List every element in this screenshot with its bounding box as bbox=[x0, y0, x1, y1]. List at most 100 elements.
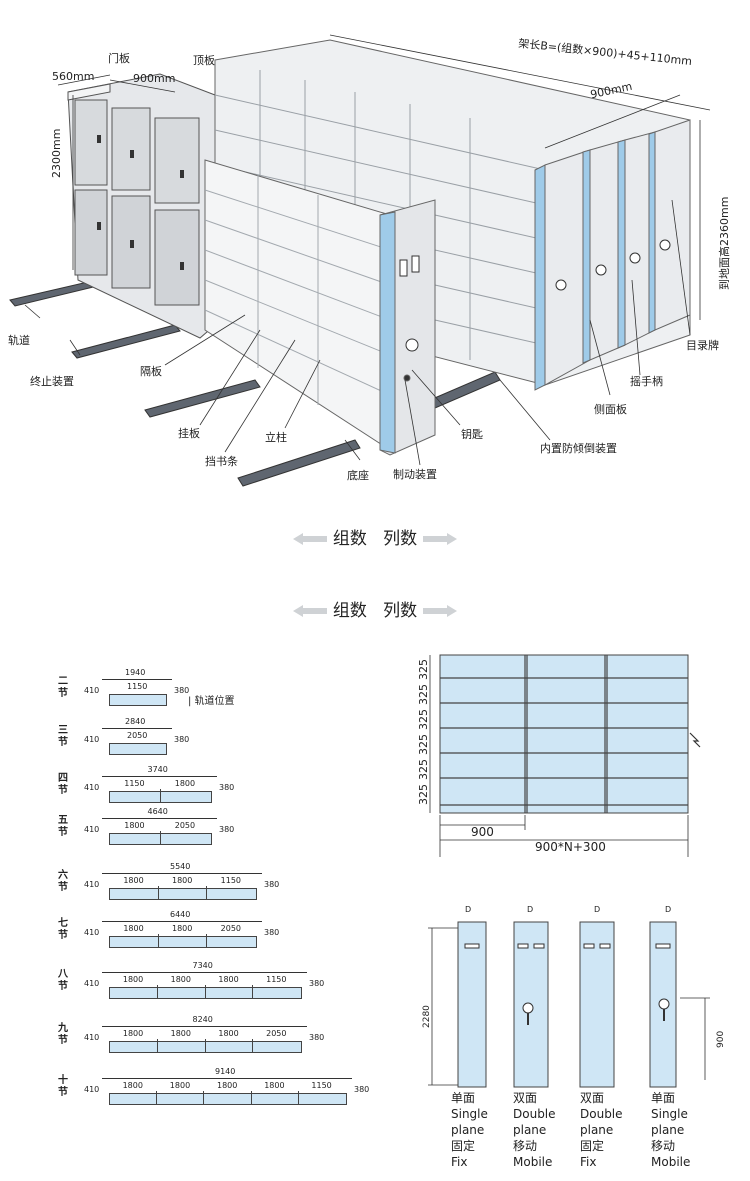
side-panel-2 bbox=[513, 921, 549, 1088]
section-dim: 410 bbox=[84, 1033, 100, 1042]
side-type-line: 单面 bbox=[651, 1091, 676, 1105]
front-shelf-unit bbox=[204, 159, 436, 456]
section-dim: 1800 bbox=[124, 821, 145, 830]
section-total-line bbox=[102, 776, 217, 777]
label-depth: 560mm bbox=[52, 70, 95, 83]
section-bar bbox=[109, 1041, 302, 1053]
section-dim: 1150 bbox=[127, 682, 148, 691]
section-dim: 380 bbox=[174, 735, 190, 744]
label-ground-height: 到地面高2360mm bbox=[718, 196, 731, 290]
front-col-label: 900 bbox=[471, 825, 494, 839]
track-position-note: | 轨道位置 bbox=[188, 696, 235, 707]
section-name: 四节 bbox=[58, 773, 68, 796]
section-dim: 1800 bbox=[218, 975, 239, 984]
section-dim: 410 bbox=[84, 783, 100, 792]
section-divider bbox=[250, 1091, 252, 1105]
section-bar bbox=[109, 936, 257, 948]
section-total-line bbox=[102, 728, 172, 729]
section-dim: 1150 bbox=[220, 876, 242, 885]
section-total: 4640 bbox=[147, 807, 168, 816]
section-total-line bbox=[102, 679, 172, 680]
side-type-line: Single bbox=[651, 1107, 688, 1121]
label-top-panel: 顶板 bbox=[193, 54, 215, 67]
label-door-panel: 门板 bbox=[108, 52, 130, 65]
label-hanging-board: 挂板 bbox=[178, 427, 200, 440]
section-bar bbox=[109, 743, 167, 755]
section-dim: 2050 bbox=[127, 731, 148, 740]
label-side-panel: 侧面板 bbox=[594, 403, 627, 416]
side-type-line: 固定 bbox=[580, 1139, 605, 1153]
side-type-line: plane bbox=[651, 1123, 685, 1137]
section-bar bbox=[109, 1093, 347, 1105]
section-dim: 1800 bbox=[172, 924, 193, 933]
section-dim: 1800 bbox=[172, 876, 193, 885]
section-bar bbox=[109, 833, 212, 845]
section-total-line bbox=[102, 818, 217, 819]
side-panel-3 bbox=[579, 921, 615, 1088]
left-arrow-icon bbox=[293, 533, 328, 545]
side-type-line: 双面 bbox=[580, 1091, 605, 1105]
section-dim: 380 bbox=[354, 1085, 370, 1094]
section-dim: 1800 bbox=[123, 924, 144, 933]
section-total: 7340 bbox=[192, 961, 213, 970]
section-total-line bbox=[102, 921, 262, 922]
section-divider bbox=[159, 789, 161, 803]
side-type-line: Fix bbox=[580, 1155, 597, 1169]
shelf-height-label: 325 bbox=[417, 759, 430, 780]
banner-columns: 列数 bbox=[383, 601, 418, 621]
front-total-label: 900*N+300 bbox=[535, 840, 606, 854]
section-divider bbox=[204, 1039, 206, 1053]
section-total-line bbox=[102, 873, 262, 874]
section-divider bbox=[297, 1091, 299, 1105]
section-dim: 1800 bbox=[122, 975, 144, 984]
section-total-line bbox=[102, 1078, 352, 1079]
section-name: 七节 bbox=[58, 918, 68, 941]
side-top-label: D bbox=[527, 905, 534, 914]
section-dim: 380 bbox=[219, 825, 235, 834]
right-carriages bbox=[534, 119, 691, 391]
label-end-stop: 终止装置 bbox=[30, 375, 74, 388]
shelf-height-label: 325 bbox=[417, 709, 430, 730]
section-dim: 2050 bbox=[266, 1029, 287, 1038]
section-total: 1940 bbox=[125, 668, 146, 677]
section-total: 3740 bbox=[147, 765, 168, 774]
side-type-line: Mobile bbox=[513, 1155, 553, 1169]
section-name: 九节 bbox=[58, 1023, 68, 1046]
section-bar bbox=[109, 791, 212, 803]
mobile-shelving-illustration bbox=[9, 34, 711, 487]
section-dim: 1800 bbox=[170, 975, 191, 984]
section-dim: 1800 bbox=[122, 1081, 143, 1090]
section-dim: 380 bbox=[309, 979, 325, 988]
side-type-line: Single bbox=[451, 1107, 488, 1121]
section-dim: 410 bbox=[84, 686, 100, 695]
section-dim: 1800 bbox=[170, 1029, 191, 1038]
side-type-line: Double bbox=[580, 1107, 623, 1121]
section-dim: 1800 bbox=[123, 876, 144, 885]
side-type-line: 移动 bbox=[513, 1139, 538, 1153]
side-top-label: D bbox=[665, 905, 672, 914]
section-divider bbox=[159, 831, 161, 845]
side-type-line: Mobile bbox=[651, 1155, 691, 1169]
right-arrow-icon bbox=[422, 533, 457, 545]
section-total-line bbox=[102, 1026, 307, 1027]
label-brake: 制动装置 bbox=[393, 468, 437, 481]
section-dim: 2050 bbox=[174, 821, 196, 830]
section-divider bbox=[156, 1091, 158, 1105]
shelf-height-label: 325 bbox=[417, 784, 430, 805]
label-book-stop: 挡书条 bbox=[205, 455, 238, 468]
section-dim: 380 bbox=[264, 880, 280, 889]
section-divider bbox=[204, 985, 206, 999]
section-dim: 410 bbox=[84, 979, 100, 988]
section-dim: 2050 bbox=[220, 924, 242, 933]
side-view-drawing bbox=[428, 921, 710, 1088]
side-type-line: 移动 bbox=[651, 1139, 676, 1153]
